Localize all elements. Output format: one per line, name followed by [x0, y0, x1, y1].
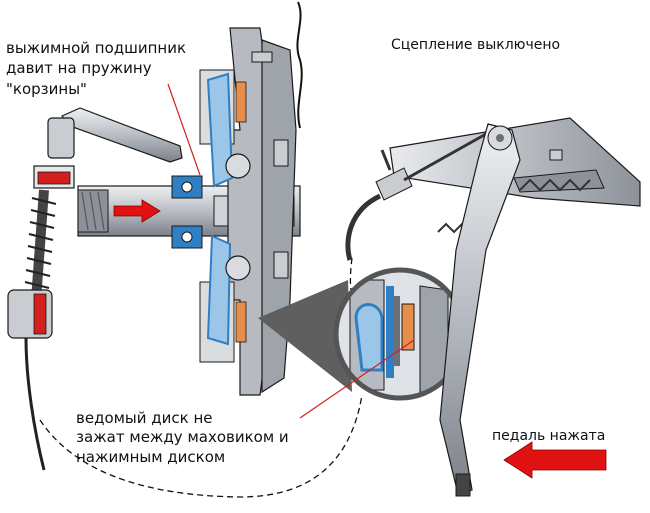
pedal-direction-arrow-icon	[503, 441, 607, 479]
bearing-annotation: выжимной подшипник давит на пружину "кор…	[6, 39, 187, 101]
bearing-line-1: выжимной подшипник	[6, 39, 187, 57]
release-lever	[33, 107, 183, 189]
release-bearing	[171, 175, 203, 249]
bearing-line-2: давит на пружину	[6, 59, 152, 78]
zoom-cone	[258, 280, 352, 392]
release-spring	[7, 189, 57, 471]
pedal-arm	[439, 123, 521, 497]
zoom-detail	[333, 267, 467, 401]
clutch-status-title: Сцепление выключено	[391, 37, 561, 53]
disc-line-1: ведомый диск не	[76, 409, 213, 427]
disc-leader	[299, 339, 415, 419]
bearing-line-3: "корзины"	[6, 79, 87, 98]
bearing-leader	[167, 83, 201, 176]
disc-annotation: ведомый диск не зажат между маховиком и …	[76, 409, 289, 468]
force-arrow-icon	[113, 199, 161, 223]
pedal-annotation: педаль нажата	[492, 428, 606, 444]
guide-dashed-line	[39, 394, 363, 498]
disc-line-2: зажат между маховиком и	[76, 428, 289, 447]
flywheel-outline	[296, 1, 303, 129]
disc-line-3: нажимным диском	[76, 447, 226, 466]
master-cylinder	[345, 132, 487, 261]
clutch-housing	[199, 27, 297, 396]
